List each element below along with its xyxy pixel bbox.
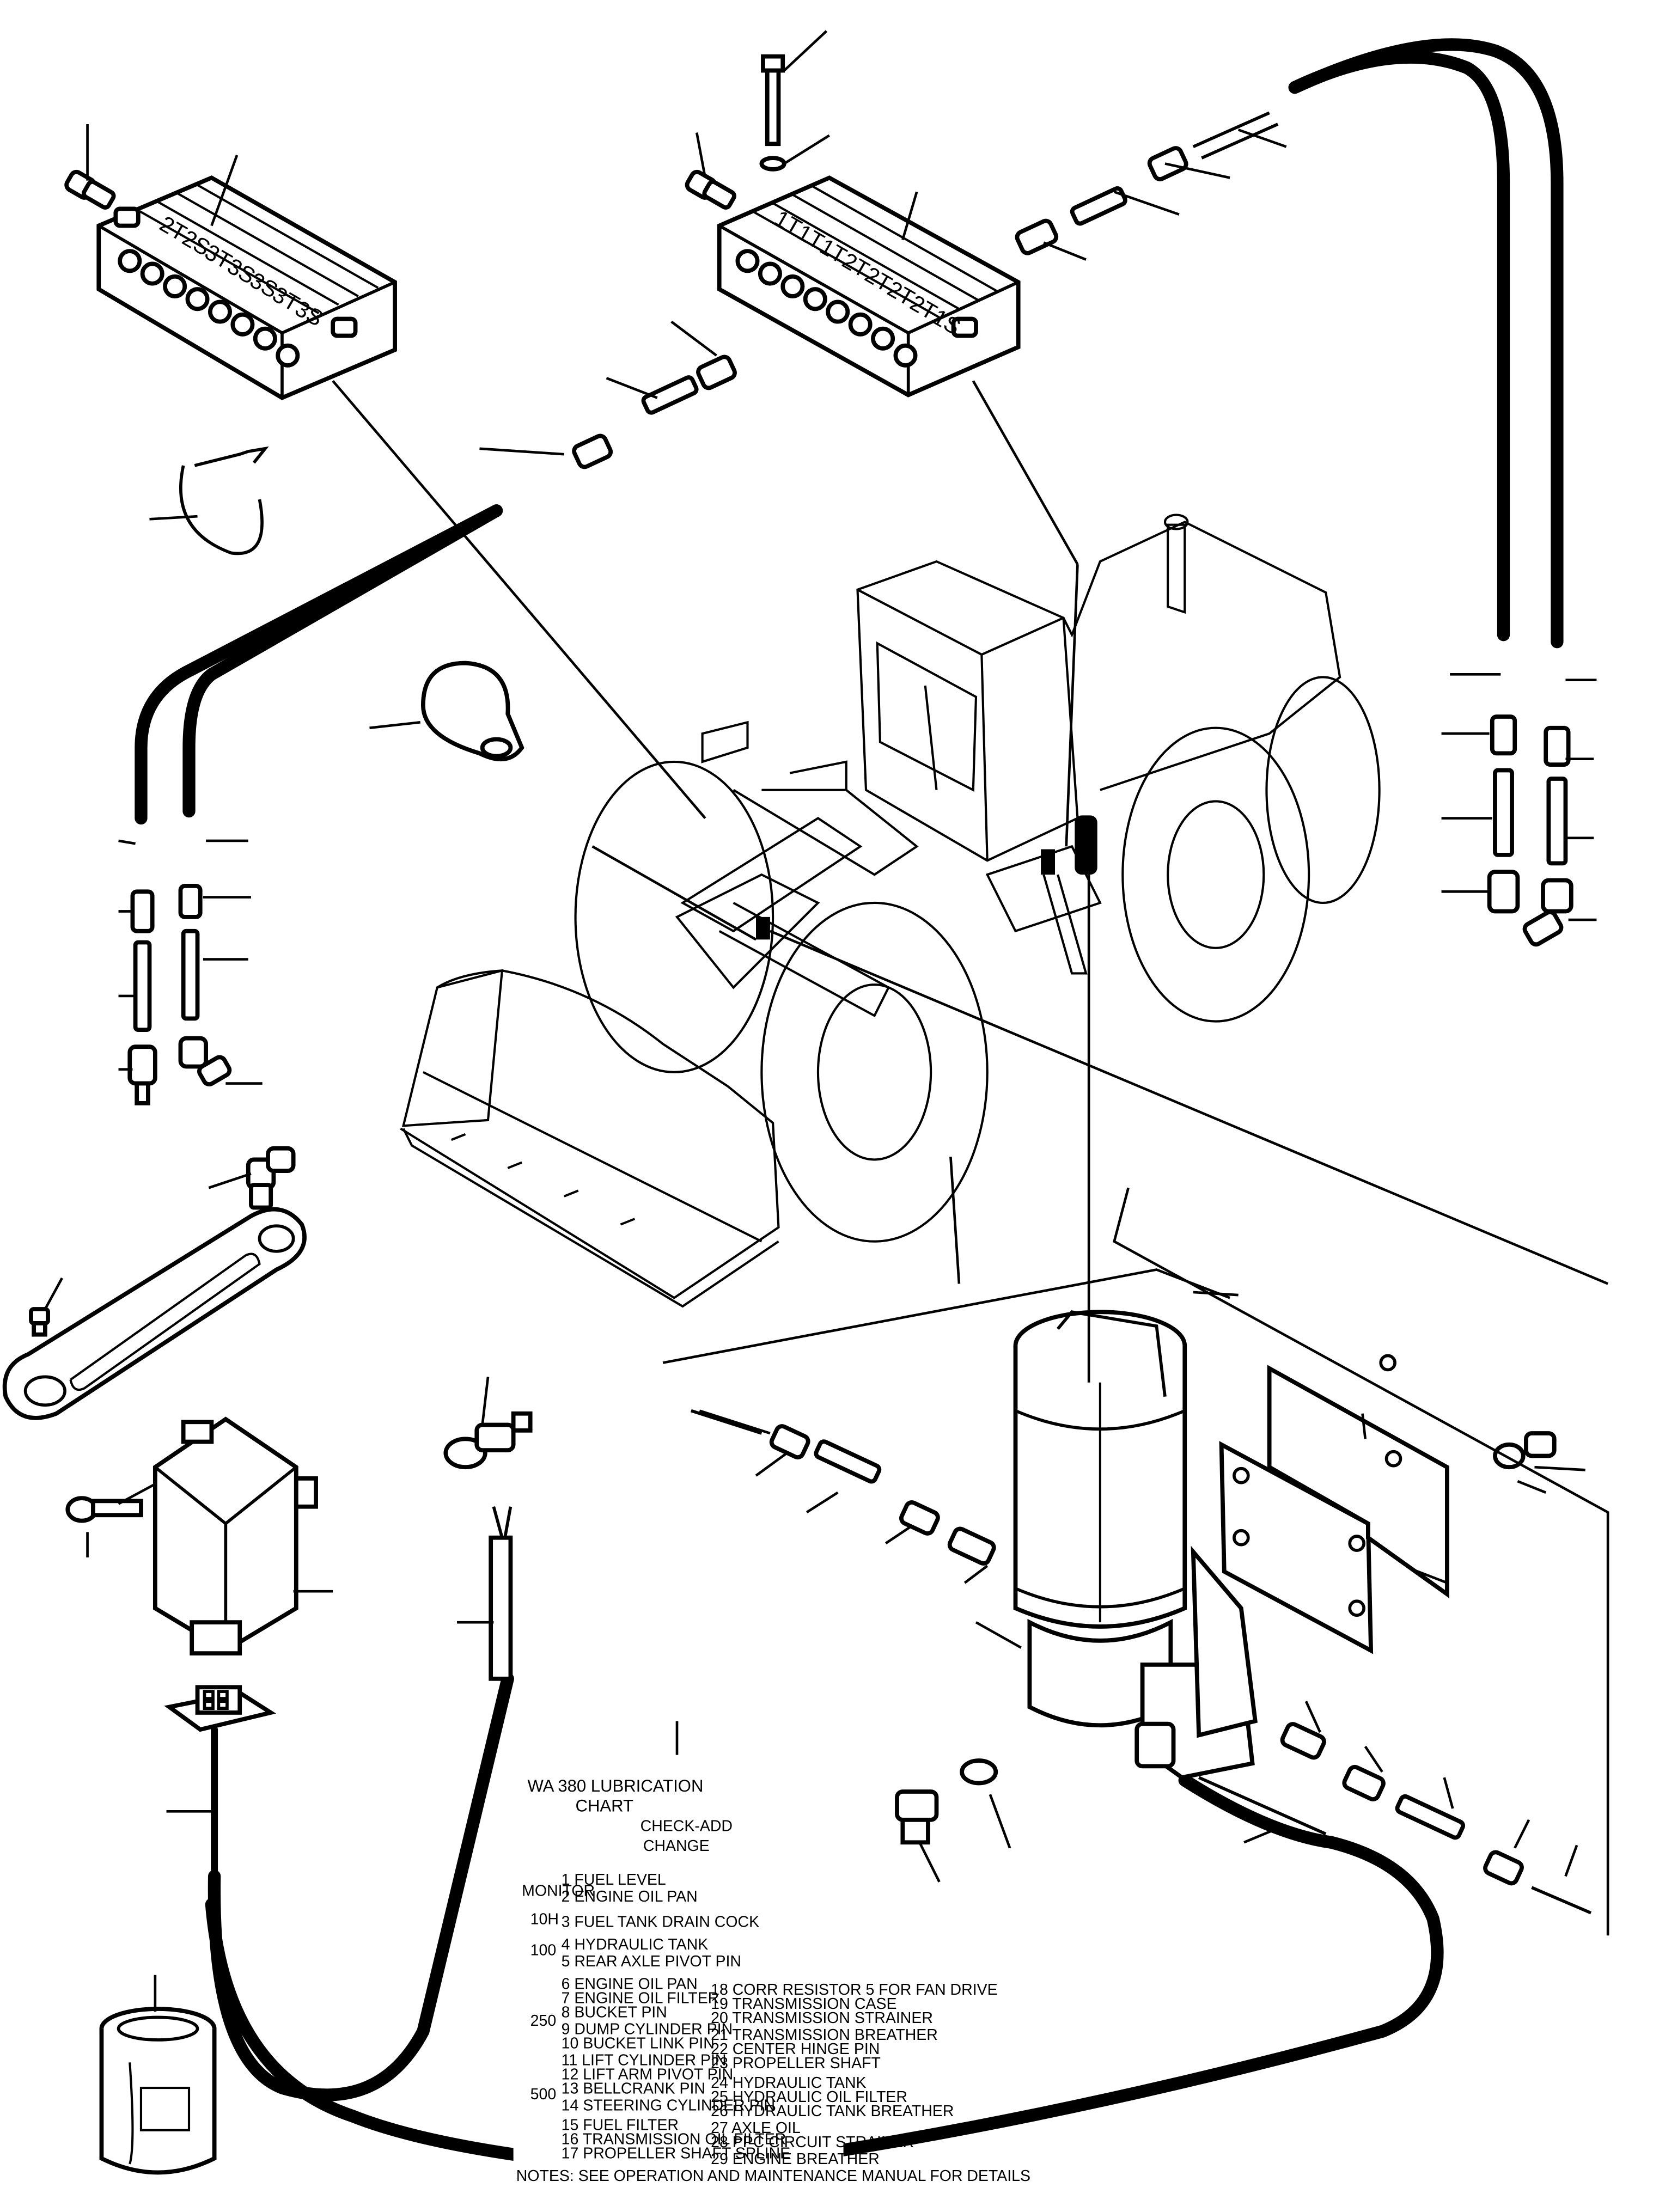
chart-section-2: 100 — [530, 1942, 557, 1959]
chart-item-right-2: 20 TRANSMISSION STRAINER — [711, 2009, 933, 2027]
bolt-and-washer — [759, 54, 786, 172]
lubrication-chart: WA 380 LUBRICATION CHART CHECK-ADD CHANG… — [513, 1755, 1030, 2187]
chart-item-right-3: 21 TRANSMISSION BREATHER — [711, 2026, 938, 2044]
chart-section-3: 250 — [530, 2012, 557, 2030]
chart-item-right-9: 27 AXLE OIL — [711, 2119, 801, 2137]
link-arm — [2, 1207, 307, 1420]
right-distributor-block: 1T 1T 1T 2T 2T 2T 2T 1S — [685, 54, 1021, 398]
chart-item-right-0: 18 CORR RESISTOR 5 FOR FAN DRIVE — [711, 1981, 997, 1999]
chart-section-1: 10H — [530, 1911, 559, 1928]
left-distributor-block: 2T 2S 3T 3S 3S 3T 3S — [64, 169, 397, 400]
chart-item-right-1: 19 TRANSMISSION CASE — [711, 1995, 896, 2013]
chart-item-right-11: 29 ENGINE BREATHER — [711, 2150, 880, 2168]
pump-bracket — [1219, 1354, 1449, 1654]
chart-title-line1: WA 380 LUBRICATION — [528, 1776, 704, 1795]
left-block-inlet-fitting — [64, 169, 116, 210]
chart-item-left-3: 4 HYDRAULIC TANK — [562, 1936, 709, 1953]
chart-notes: NOTES: SEE OPERATION AND MAINTENANCE MAN… — [516, 2167, 1030, 2185]
chart-item-left-0: 1 FUEL LEVEL — [562, 1871, 666, 1889]
fittings-upper-middle — [572, 146, 1188, 469]
chart-item-left-16: 17 PROPELLER SHAFT SPLINE — [562, 2145, 790, 2162]
chart-item-right-10: 28 PPC CIRCUIT STRAINER — [711, 2134, 914, 2151]
chart-item-left-15: 16 TRANSMISSION OIL FILTER — [562, 2131, 786, 2148]
right-fitting-stack — [1487, 714, 1573, 947]
chart-section-4: 500 — [530, 2086, 557, 2103]
left-fitting-stack — [127, 883, 232, 1105]
chart-item-right-8: 26 HYDRAULIC TANK BREATHER — [711, 2103, 954, 2120]
lubrication-pipes — [135, 38, 1564, 2176]
chart-check-add: CHECK-ADD — [641, 1818, 733, 1835]
hose-band — [179, 446, 269, 555]
wheel-loader — [400, 514, 1381, 1308]
chart-item-left-8: 9 DUMP CYLINDER PIN — [562, 2021, 733, 2038]
lubrication-point-3 — [1075, 815, 1097, 875]
chart-item-right-5: 23 PROPELLER SHAFT — [711, 2055, 881, 2072]
chart-item-left-9: 10 BUCKET LINK PIN — [562, 2034, 715, 2052]
pump-outlet-fittings — [895, 1431, 1557, 1886]
chart-section-0: MONITOR — [522, 1883, 595, 1900]
chart-item-left-7: 8 BUCKET PIN — [562, 2003, 667, 2021]
chart-item-right-4: 22 CENTER HINGE PIN — [711, 2040, 880, 2058]
chart-item-left-11: 12 LIFT ARM PIVOT PIN — [562, 2066, 733, 2083]
chart-item-left-2: 3 FUEL TANK DRAIN COCK — [562, 1914, 759, 1931]
lubrication-point-2 — [1041, 849, 1056, 875]
chart-title-line2: CHART — [576, 1796, 633, 1815]
controller-box — [153, 1416, 318, 1656]
right-block-inlet-fitting — [685, 169, 736, 210]
chart-item-left-4: 5 REAR AXLE PIVOT PIN — [562, 1953, 741, 1970]
grease-pump — [1013, 1310, 1258, 1780]
chart-item-right-7: 25 HYDRAULIC OIL FILTER — [711, 2088, 907, 2106]
chart-item-left-6: 7 ENGINE OIL FILTER — [562, 1990, 719, 2007]
lubrication-point-1 — [756, 916, 770, 940]
pipe-clamp — [420, 661, 524, 762]
chart-item-left-12: 13 BELLCRANK PIN — [562, 2080, 705, 2097]
grease-nipple — [29, 1307, 50, 1337]
chart-item-left-5: 6 ENGINE OIL PAN — [562, 1976, 698, 1993]
chart-change: CHANGE — [643, 1837, 710, 1855]
elbow-fitting-arm — [246, 1146, 296, 1210]
chart-item-left-14: 15 FUEL FILTER — [562, 2117, 679, 2134]
connector-plug — [164, 1685, 277, 1880]
chart-item-right-6: 24 HYDRAULIC TANK — [711, 2074, 866, 2092]
connection-lines — [44, 30, 1609, 2012]
pressure-switch — [443, 1411, 533, 1681]
chart-item-left-1: 2 ENGINE OIL PAN — [562, 1888, 698, 1905]
chart-item-left-10: 11 LIFT CYLINDER PIN — [562, 2052, 727, 2069]
chart-item-left-13: 14 STEERING CYLINDER PIN — [562, 2097, 775, 2114]
pump-inlet-fittings — [769, 1424, 996, 1566]
mounting-screw — [65, 1496, 143, 1523]
grease-cartridge — [99, 2007, 217, 2175]
